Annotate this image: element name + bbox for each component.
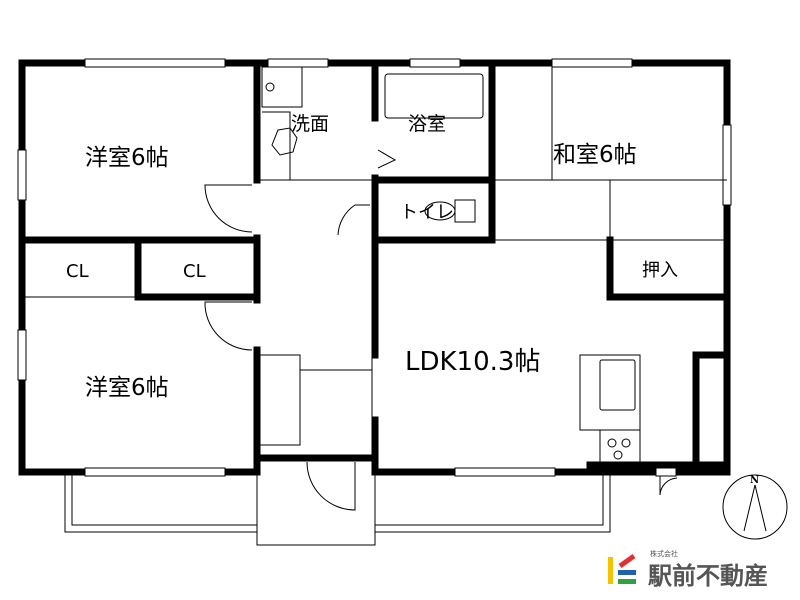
room-closet-2: CL (183, 261, 206, 282)
company-logo: 株式会社 駅前不動産 (608, 549, 768, 590)
windows (17, 58, 732, 477)
room-toilet: トイレ (400, 202, 454, 223)
room-washroom: 洗面 (291, 113, 329, 135)
room-japanese: 和室6帖 (553, 142, 637, 168)
room-oshiire: 押入 (642, 260, 678, 281)
room-ldk: LDK10.3帖 (405, 347, 540, 377)
compass-icon: N (722, 474, 788, 540)
walls (18, 59, 731, 476)
doors (204, 149, 678, 496)
toilet-tank (454, 199, 476, 223)
room-bathroom: 浴室 (408, 113, 446, 135)
interior-lines (22, 67, 727, 446)
room-western-upper: 洋室6帖 (85, 145, 169, 171)
wash-basin (262, 111, 291, 180)
bathtub (384, 73, 484, 119)
company-name: 駅前不動産 (648, 562, 768, 590)
entrance (256, 458, 376, 546)
fixtures (261, 66, 641, 466)
compass-north: N (750, 475, 759, 486)
sink (599, 359, 636, 411)
room-western-lower: 洋室6帖 (85, 375, 169, 401)
washing-machine-space (261, 66, 303, 108)
company-type: 株式会社 (650, 549, 678, 558)
toilet-bowl (424, 201, 456, 221)
balcony-right (375, 472, 611, 533)
balcony-left (64, 472, 257, 533)
stove (599, 429, 641, 466)
room-closet-1: CL (66, 261, 89, 282)
kitchen-counter (579, 354, 641, 431)
